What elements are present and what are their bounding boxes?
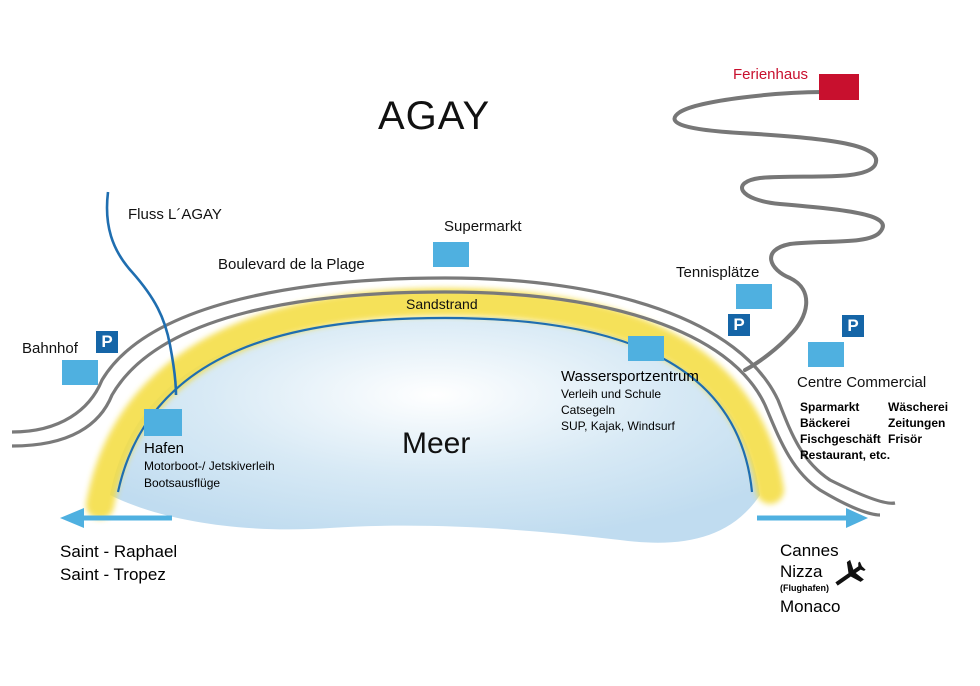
shop-item: Frisör (888, 432, 923, 446)
river-label: Fluss L´AGAY (128, 206, 222, 223)
shop-item: Zeitungen (888, 416, 946, 430)
supermarket-building (433, 242, 469, 267)
tennis-label: Tennisplätze (676, 264, 760, 281)
destination-nizza: Nizza (780, 562, 823, 581)
river-agay (105, 191, 178, 396)
destination-cannes: Cannes (780, 541, 839, 560)
harbor-line: Bootsausflüge (144, 476, 221, 490)
harbor-label: Hafen (144, 440, 185, 457)
parking-sign-tennis: P (728, 314, 750, 336)
harbor-line: Motorboot-/ Jetskiverleih (144, 459, 275, 473)
harbor-building (144, 409, 182, 436)
destination-saint-tropez: Saint - Tropez (60, 565, 166, 584)
east-destinations: Cannes Nizza (Flughafen) Monaco (780, 540, 840, 620)
map-title: AGAY (378, 94, 491, 138)
road-label: Boulevard de la Plage (218, 256, 365, 273)
airplane-icon (835, 559, 866, 586)
parking-sign-commercial: P (842, 315, 864, 337)
coastal-road-inner (11, 290, 881, 517)
beach-band (86, 287, 784, 519)
tennis-building (736, 284, 772, 309)
watersports-label: Wassersportzentrum (561, 368, 699, 385)
watersports-info: Wassersportzentrum Verleih und Schule Ca… (561, 368, 699, 434)
ferienhaus-marker (819, 74, 859, 100)
watersports-building (628, 336, 664, 361)
shop-item: Fischgeschäft (800, 432, 881, 446)
commercial-label: Centre Commercial (797, 374, 927, 391)
shop-item: Bäckerei (800, 416, 851, 430)
shop-item: Sparmarkt (800, 400, 860, 414)
airport-note: (Flughafen) (780, 583, 829, 593)
destination-saint-raphael: Saint - Raphael (60, 542, 178, 561)
shop-item: Restaurant, etc. (800, 448, 891, 462)
beach-label: Sandstrand (406, 296, 478, 312)
sea-label: Meer (402, 427, 471, 460)
station-label: Bahnhof (22, 340, 78, 357)
arrow-west (60, 508, 172, 528)
commercial-shops-right: Wäscherei Zeitungen Frisör (888, 399, 948, 447)
commercial-shops-left: Sparmarkt Bäckerei Fischgeschäft Restaur… (800, 399, 890, 463)
parking-sign-station: P (96, 331, 118, 353)
shop-item: Wäscherei (888, 400, 949, 414)
harbor-info: Hafen Motorboot-/ Jetskiverleih Bootsaus… (144, 440, 275, 492)
road-to-ferienhaus (672, 90, 885, 372)
sea-area (110, 315, 760, 543)
commercial-building (808, 342, 844, 367)
watersports-line: SUP, Kajak, Windsurf (561, 419, 675, 433)
coastline (116, 316, 754, 493)
supermarket-label: Supermarkt (444, 218, 522, 235)
station-building (62, 360, 98, 385)
coastal-road-outer (11, 276, 896, 505)
arrow-east (757, 508, 868, 528)
destination-monaco: Monaco (780, 597, 841, 616)
watersports-line: Catsegeln (561, 403, 616, 417)
ferienhaus-label: Ferienhaus (733, 66, 809, 83)
west-destinations: Saint - Raphael Saint - Tropez (60, 540, 177, 586)
watersports-line: Verleih und Schule (561, 387, 662, 401)
